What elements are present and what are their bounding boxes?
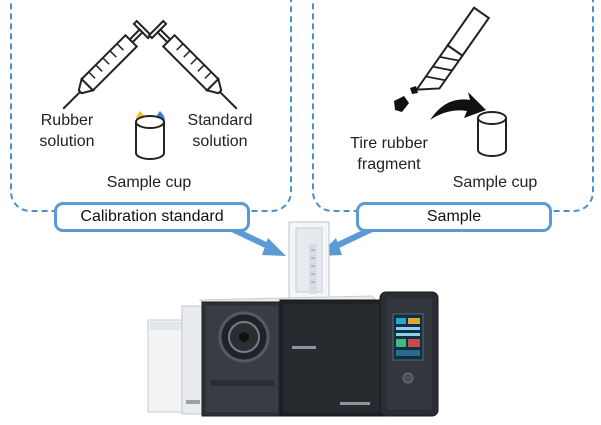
sample-cup-label: Sample cup [106, 174, 192, 191]
sample-cup-icon [477, 111, 507, 157]
instrument-image [147, 221, 439, 417]
curved-arrow-icon [430, 92, 486, 120]
syringe-icon [147, 19, 238, 110]
sample-cup-icon [135, 115, 165, 160]
arrow-icon [228, 225, 286, 256]
syringe-icon [62, 19, 153, 110]
calibration-standard-tag: Calibration standard [54, 202, 250, 232]
tire-rubber-fragment-label: Tire rubber fragment [350, 135, 428, 173]
sample-cup-label: Sample cup [452, 174, 538, 191]
standard-solution-label: Standard solution [187, 112, 253, 150]
rubber-fragment-icon [394, 86, 418, 112]
rubber-solution-label: Rubber solution [39, 112, 95, 150]
sample-tag: Sample [356, 202, 552, 232]
blade-icon [414, 6, 491, 91]
